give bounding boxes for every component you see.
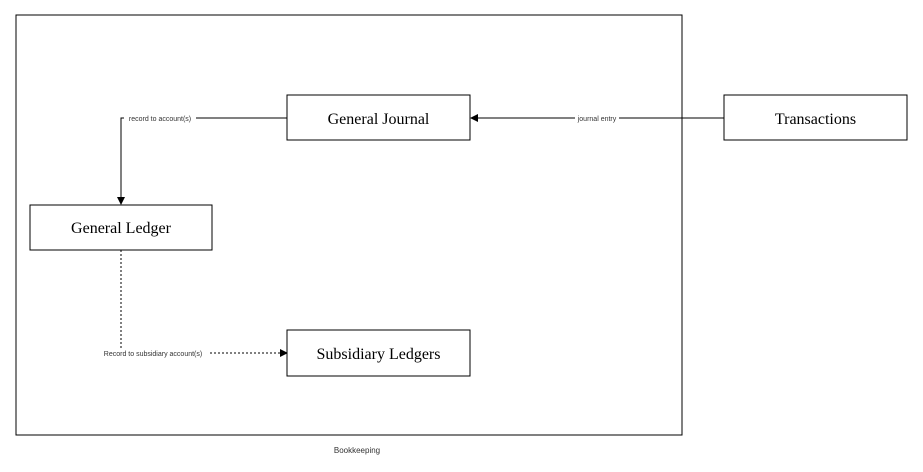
edge-record-to-accounts[interactable]: record to account(s): [117, 113, 287, 205]
node-general-ledger[interactable]: General Ledger: [29, 204, 213, 251]
edge-label-journal-entry: journal entry: [577, 116, 617, 123]
node-label-general-ledger: General Ledger: [71, 220, 172, 237]
container-label-bookkeeping: Bookkeeping: [334, 446, 380, 455]
edge-label-record-to-subsidiary: Record to subsidiary account(s): [104, 351, 202, 358]
node-subsidiary-ledgers[interactable]: Subsidiary Ledgers: [286, 329, 471, 377]
node-label-general-journal: General Journal: [328, 111, 430, 128]
node-transactions[interactable]: Transactions: [723, 94, 908, 141]
edge-record-to-subsidiary[interactable]: Record to subsidiary account(s): [98, 250, 288, 358]
node-label-transactions: Transactions: [775, 111, 856, 128]
node-general-journal[interactable]: General Journal: [286, 94, 471, 141]
node-label-subsidiary-ledgers: Subsidiary Ledgers: [317, 346, 441, 363]
edge-label-record-to-accounts: record to account(s): [129, 116, 191, 123]
edge-journal-entry[interactable]: journal entry: [470, 113, 724, 123]
